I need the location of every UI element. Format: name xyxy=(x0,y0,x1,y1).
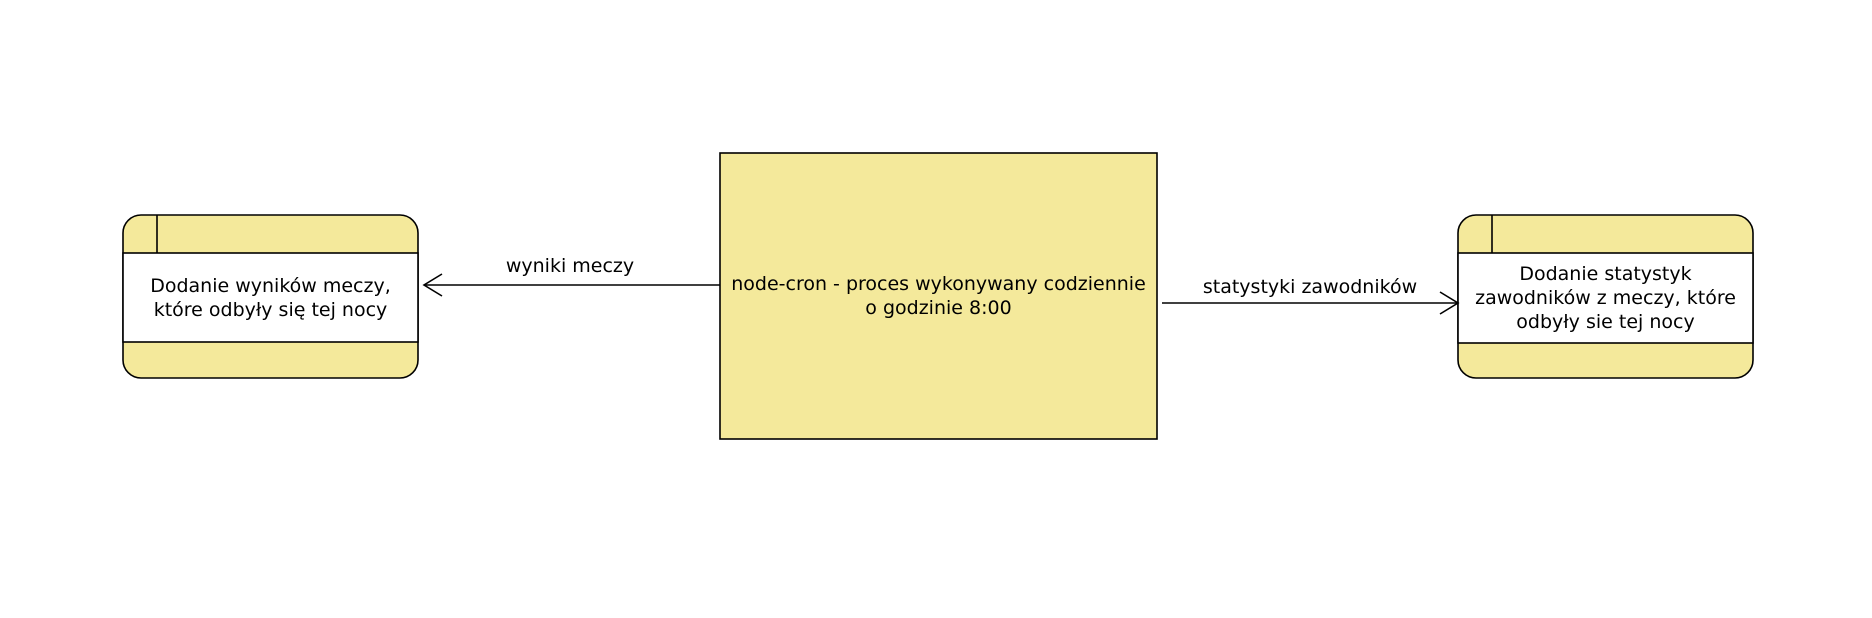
right-store-card[interactable] xyxy=(1457,214,1754,379)
left-store-text: Dodanie wyników meczy, które odbyły się … xyxy=(150,274,391,321)
edge-left[interactable] xyxy=(422,273,720,297)
right-store-body xyxy=(1457,252,1754,344)
edge-right[interactable] xyxy=(1162,291,1460,315)
edge-right-arrowhead xyxy=(1439,291,1460,315)
right-store-text: Dodanie statystyk zawodników z meczy, kt… xyxy=(1475,263,1736,333)
edge-left-label: wyniki meczy xyxy=(505,255,635,277)
edge-right-label: statystyki zawodników xyxy=(1202,276,1418,298)
process-text: node-cron - proces wykonywany codziennie… xyxy=(731,273,1146,319)
left-store-card[interactable] xyxy=(122,214,419,379)
edge-left-arrowhead xyxy=(422,273,443,297)
left-store-body xyxy=(122,252,419,343)
process-box[interactable] xyxy=(719,152,1158,440)
